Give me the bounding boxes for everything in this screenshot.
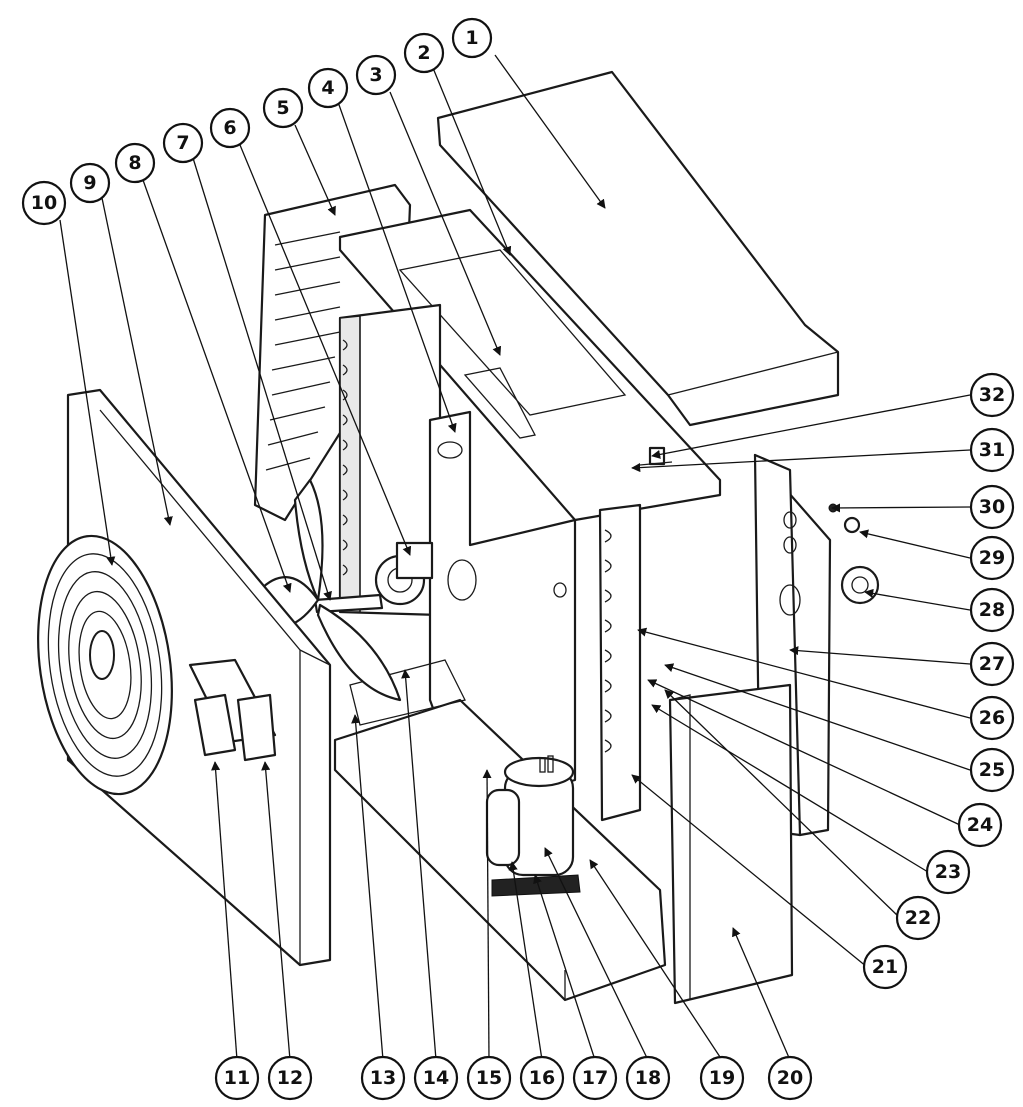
callout-label-10: 10 [31,192,57,214]
callout-label-6: 6 [223,117,236,139]
callout-8: 8 [114,142,156,184]
callout-label-28: 28 [979,599,1005,621]
parts-layer [37,70,880,1005]
callout-21: 21 [862,944,908,990]
callout-32: 32 [969,372,1015,418]
fan-guard [37,534,173,796]
top-cover-panel [436,70,840,427]
callout-label-32: 32 [979,384,1005,406]
callout-label-29: 29 [979,547,1005,569]
callout-label-17: 17 [582,1067,608,1089]
callout-label-31: 31 [979,439,1005,461]
callout-label-1: 1 [465,27,478,49]
callout-label-18: 18 [635,1067,661,1089]
callout-label-30: 30 [979,496,1005,518]
callout-17: 17 [572,1055,618,1101]
callout-1: 1 [451,17,493,59]
callout-20: 20 [767,1055,813,1101]
callout-layer: 1 2 3 4 5 6 7 8 9 10 11 12 13 14 15 16 1… [21,17,1015,1101]
callout-2: 2 [403,32,445,74]
callout-label-2: 2 [417,42,430,64]
callout-label-25: 25 [979,759,1005,781]
callout-label-26: 26 [979,707,1005,729]
callout-30: 30 [969,484,1015,530]
callout-label-20: 20 [777,1067,803,1089]
callout-10: 10 [21,180,67,226]
callout-3: 3 [355,54,397,96]
callout-4: 4 [307,67,349,109]
callout-28: 28 [969,587,1015,633]
callout-29: 29 [969,535,1015,581]
callout-label-22: 22 [905,907,931,929]
callout-27: 27 [969,641,1015,687]
callout-19: 19 [699,1055,745,1101]
callout-26: 26 [969,695,1015,741]
compressor [485,755,581,897]
callout-16: 16 [519,1055,565,1101]
callout-13: 13 [360,1055,406,1101]
callout-25: 25 [969,747,1015,793]
callout-label-24: 24 [967,814,993,836]
callout-label-4: 4 [321,77,334,99]
callout-label-14: 14 [423,1067,449,1089]
callout-14: 14 [413,1055,459,1101]
callout-label-12: 12 [277,1067,303,1089]
leader-lines [59,54,971,1061]
callout-label-23: 23 [935,861,961,883]
callout-12: 12 [267,1055,313,1101]
callout-label-7: 7 [176,132,189,154]
callout-11: 11 [214,1055,260,1101]
callout-label-27: 27 [979,653,1005,675]
callout-24: 24 [957,802,1003,848]
callout-label-13: 13 [370,1067,396,1089]
callout-23: 23 [925,849,971,895]
callout-7: 7 [162,122,204,164]
callout-label-8: 8 [128,152,141,174]
callout-label-5: 5 [276,97,289,119]
callout-label-15: 15 [476,1067,502,1089]
callout-label-11: 11 [224,1067,250,1089]
callout-22: 22 [895,895,941,941]
callout-18: 18 [625,1055,671,1101]
callout-label-21: 21 [872,956,898,978]
callout-6: 6 [209,107,251,149]
callout-label-3: 3 [369,64,382,86]
heat-exchanger [598,503,642,822]
middle-frame [338,208,722,522]
callout-15: 15 [466,1055,512,1101]
callout-9: 9 [69,162,111,204]
callout-label-9: 9 [83,172,96,194]
callout-label-19: 19 [709,1067,735,1089]
front-right-panel [668,683,794,1005]
callout-31: 31 [969,427,1015,473]
callout-5: 5 [262,87,304,129]
callout-label-16: 16 [529,1067,555,1089]
controller-box [188,658,277,762]
evaporator-coil [338,303,442,617]
